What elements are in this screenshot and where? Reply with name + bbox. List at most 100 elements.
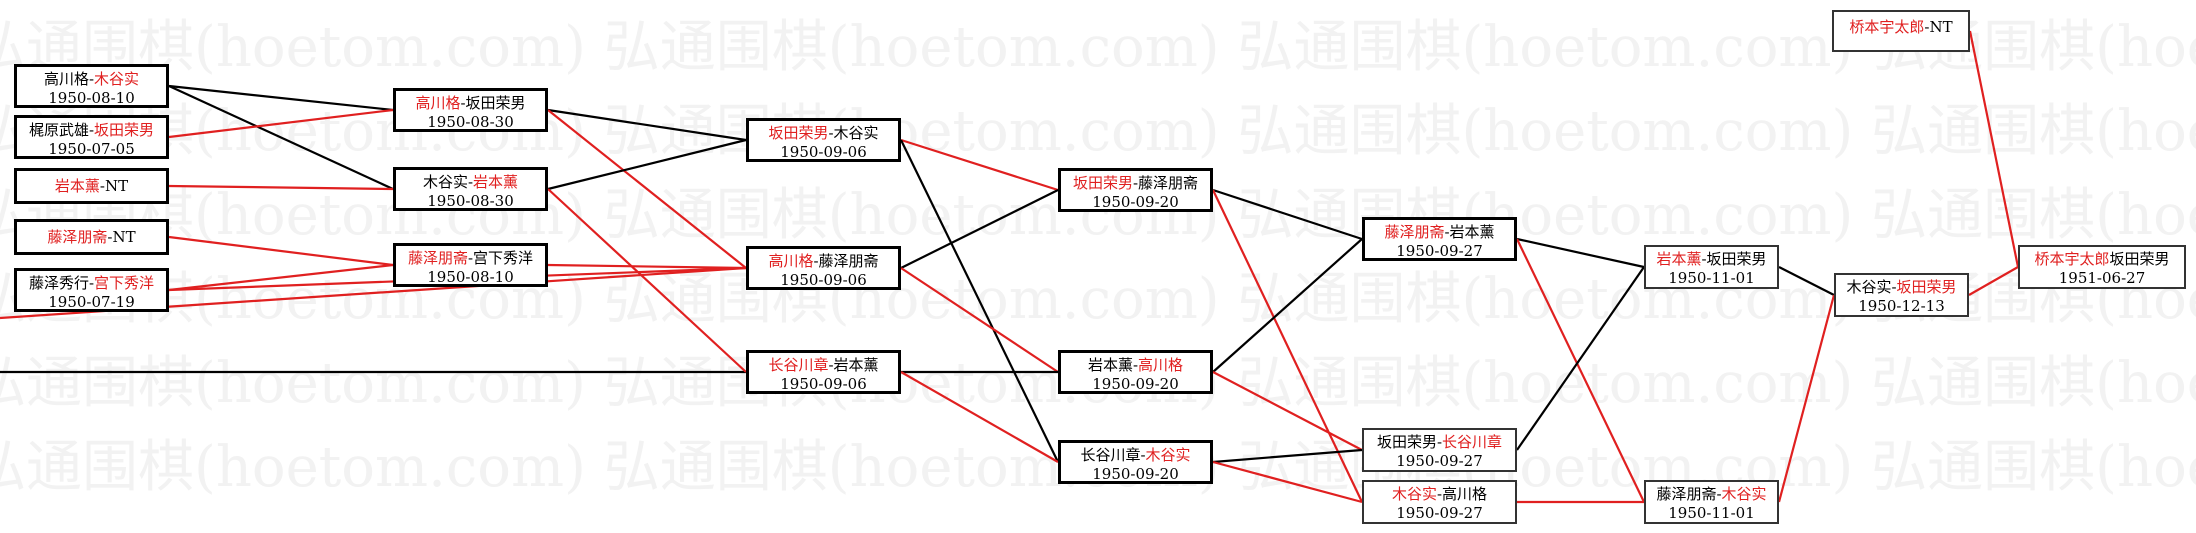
connector-line-33 [1968, 30, 2020, 268]
player-two: 坂田荣男 [2109, 250, 2170, 268]
connector-line-22 [1212, 238, 1363, 373]
player-separator: - [828, 356, 834, 374]
connector-line-15 [900, 139, 1059, 463]
match-players: 高川格-坂田荣男 [396, 94, 545, 113]
match-date: 1950-08-30 [427, 192, 514, 210]
player-two: NT [1929, 18, 1953, 36]
player-separator: - [1891, 278, 1897, 296]
connector-line-28 [1516, 266, 1645, 451]
player-separator: - [1701, 250, 1707, 268]
player-one: 木谷实 [1846, 278, 1892, 296]
match-box-r1c: 岩本薰-NT [14, 168, 169, 204]
player-two: 藤泽朋斋 [1138, 174, 1199, 192]
match-box-r1d: 藤泽朋斋-NT [14, 219, 169, 255]
match-players: 木谷实-岩本薰 [396, 173, 545, 192]
match-players: 长谷川章-岩本薰 [749, 356, 898, 375]
player-two: 岩本薰 [473, 173, 519, 191]
match-date: 1950-12-13 [1858, 297, 1945, 315]
player-one: 高川格 [415, 94, 461, 112]
connector-line-9 [547, 108, 747, 142]
connector-line-30 [1778, 266, 1835, 296]
player-separator: - [1132, 174, 1139, 192]
connector-line-31 [1777, 294, 1836, 503]
player-separator: - [828, 124, 834, 142]
player-one: 藤泽朋斋 [407, 249, 468, 267]
player-one: 坂田荣男 [1072, 174, 1133, 192]
match-players: 藤泽朋斋-NT [17, 228, 166, 247]
match-players: 长谷川章-木谷实 [1061, 446, 1210, 465]
match-date: 1950-09-20 [1092, 193, 1179, 211]
match-date: 1950-09-06 [780, 271, 867, 289]
player-two: 岩本薰 [1449, 223, 1495, 241]
player-separator: - [1132, 356, 1139, 374]
match-date: 1950-09-27 [1396, 242, 1483, 260]
match-date: 1950-11-01 [1668, 504, 1755, 522]
player-one: 坂田荣男 [1376, 433, 1437, 451]
match-players: 高川格-木谷实 [17, 70, 166, 89]
match-date: 1950-09-06 [780, 375, 867, 393]
player-one: 高川格 [43, 70, 89, 88]
match-date: 1950-09-27 [1396, 452, 1483, 470]
player-two: NT [104, 177, 129, 195]
player-two: 宫下秀洋 [94, 274, 155, 292]
player-separator: - [1140, 446, 1146, 464]
player-one: 木谷实 [422, 173, 468, 191]
match-date: 1950-09-20 [1092, 375, 1179, 393]
connector-line-25 [1212, 460, 1363, 504]
player-two: 木谷实 [1145, 446, 1191, 464]
match-date: 1950-08-10 [427, 268, 514, 286]
connector-line-2 [168, 108, 394, 139]
player-two: 木谷实 [94, 70, 140, 88]
player-separator: - [88, 274, 95, 292]
connector-line-1 [168, 85, 394, 190]
connector-line-27 [1516, 238, 1645, 503]
player-one: 高川格 [768, 252, 814, 270]
player-two: 岩本薰 [833, 356, 879, 374]
player-one: 梶原武雄 [28, 121, 89, 139]
connector-line-14 [900, 138, 1059, 192]
match-players: 岩本薰-坂田荣男 [1646, 250, 1777, 269]
player-separator: - [107, 228, 113, 246]
player-one: 岩本薰 [54, 177, 100, 195]
player-separator: - [1444, 223, 1450, 241]
player-one: 长谷川章 [1080, 446, 1141, 464]
player-separator: - [88, 70, 95, 88]
player-separator: - [467, 173, 474, 191]
player-separator: - [813, 252, 819, 270]
connector-line-17 [900, 267, 1059, 373]
player-one: 岩本薰 [1087, 356, 1133, 374]
player-one: 坂田荣男 [768, 124, 829, 142]
player-one: 桥本宇太郎 [2034, 250, 2110, 268]
match-players: 木谷实-高川格 [1364, 485, 1515, 504]
player-separator: - [1436, 433, 1443, 451]
connector-line-19 [900, 371, 1059, 463]
match-date: 1950-09-06 [780, 143, 867, 161]
match-players: 藤泽秀行-宫下秀洋 [17, 274, 166, 293]
match-date: 1950-08-30 [427, 113, 514, 131]
match-players: 藤泽朋斋-岩本薰 [1365, 223, 1514, 242]
player-separator: - [88, 121, 95, 139]
connector-line-12 [547, 188, 747, 373]
player-two: 高川格 [1442, 485, 1488, 503]
match-date: 1951-06-27 [2058, 269, 2146, 287]
match-date: 1950-09-27 [1396, 504, 1483, 522]
connector-line-10 [547, 109, 747, 269]
connector-line-24 [1212, 448, 1363, 464]
match-date: 1950-08-10 [48, 89, 135, 107]
match-date: 1950-11-01 [1668, 269, 1755, 287]
match-players: 岩本薰-NT [17, 177, 166, 196]
match-players: 坂田荣男-木谷实 [749, 124, 898, 143]
player-one: 藤泽朋斋 [1384, 223, 1445, 241]
connector-line-4 [168, 235, 394, 267]
